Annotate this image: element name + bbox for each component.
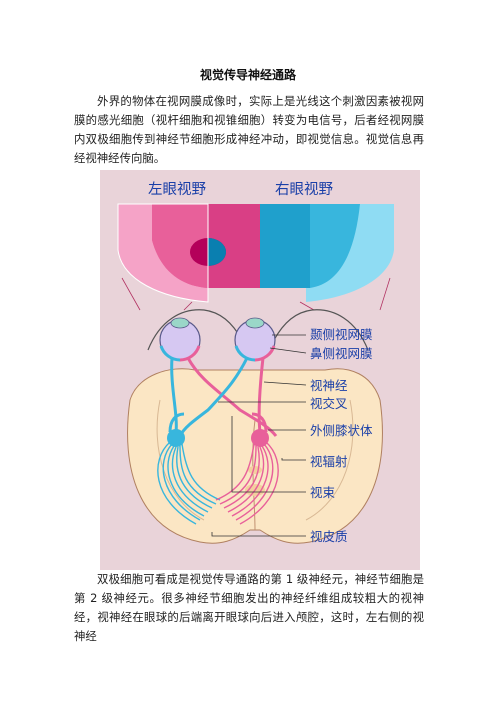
label-nasal-retina: 鼻侧视网膜: [310, 346, 373, 361]
left-field-label: 左眼视野: [148, 181, 206, 198]
label-optic-radiation: 视辐射: [310, 454, 348, 469]
visual-field: [117, 203, 394, 303]
right-field-label: 右眼视野: [275, 181, 333, 198]
leader-lines: [211, 334, 307, 537]
head-outline: [147, 309, 369, 351]
label-temporal-retina: 颞侧视网膜: [310, 327, 373, 342]
left-lgn: [167, 429, 185, 447]
page-title: 视觉传导神经通路: [199, 68, 296, 82]
label-visual-cortex: 视皮质: [310, 529, 348, 544]
label-optic-tract: 视束: [310, 485, 336, 500]
optic-radiation: [157, 441, 279, 525]
optic-pathway: [168, 357, 278, 437]
right-eye: [234, 317, 276, 362]
field-rays: [121, 277, 391, 311]
right-lgn: [251, 429, 269, 447]
label-lgn: 外侧膝状体: [310, 423, 373, 438]
label-optic-nerve: 视神经: [310, 378, 348, 393]
paragraph-intro: 外界的物体在视网膜成像时，实际上是光线这个刺激因素被视网膜的感光细胞（视杆细胞和…: [74, 94, 424, 165]
visual-pathway-diagram: 左眼视野 右眼视野: [100, 170, 420, 570]
paragraph-neurons: 双极细胞可看成是视觉传导通路的第 1 级神经元，神经节细胞是第 2 级神经元。很…: [74, 572, 424, 643]
visual-pathway-figure: 左眼视野 右眼视野: [100, 170, 420, 570]
label-optic-chiasm: 视交叉: [310, 396, 348, 411]
left-eye: [159, 317, 201, 362]
